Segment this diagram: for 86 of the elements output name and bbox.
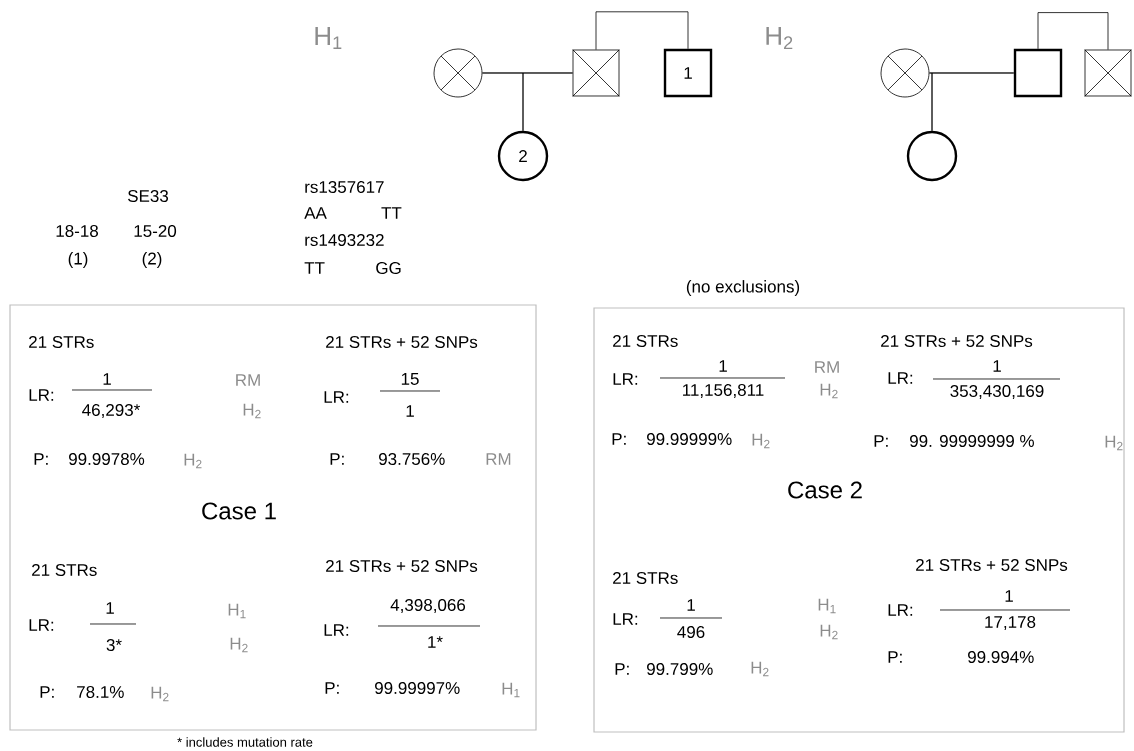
value-label: P: xyxy=(40,686,54,698)
value-label: LR: xyxy=(324,391,349,403)
numerator: 1 xyxy=(719,360,727,372)
female-symbol xyxy=(906,130,958,182)
hypothesis-label: H$_{1}$ xyxy=(502,682,520,698)
value-text: 99.99999% xyxy=(647,432,732,445)
value-label: LR: xyxy=(324,624,349,636)
value-text: 99.799% xyxy=(647,662,713,675)
value-label: P: xyxy=(330,453,344,465)
descent-line xyxy=(522,72,573,132)
hypothesis-label: H$_{2}$ xyxy=(184,453,202,469)
denominator: 46,293* xyxy=(82,403,141,418)
heading-text: 21 STRs + 52 SNPs xyxy=(326,336,478,348)
value-label: LR: xyxy=(29,619,54,631)
value-label: LR: xyxy=(613,613,638,625)
value-label: LR: xyxy=(888,372,913,384)
hypothesis-label: H$_{2}$ xyxy=(820,383,838,399)
genotype-label: 18-18 xyxy=(56,224,98,237)
denominator: 17,178 xyxy=(985,615,1036,630)
hypothesis-label: RM xyxy=(486,453,511,465)
value-text: 78.1% xyxy=(77,685,124,698)
hypothesis-label: H$_{2}$ xyxy=(1105,435,1123,451)
value-label: P: xyxy=(615,663,629,675)
denominator: 11,156,811 xyxy=(683,383,764,398)
male-symbol xyxy=(1013,48,1063,98)
deceased-male-symbol xyxy=(572,49,620,97)
denominator: 1 xyxy=(406,405,414,417)
denominator: 353,430,169 xyxy=(950,384,1044,399)
heading-text: 21 STRs xyxy=(29,336,94,348)
hypothesis-label: RM xyxy=(236,374,260,386)
value-text: 99. 99999999 % xyxy=(910,434,1034,447)
heading-text: 21 STRs + 52 SNPs xyxy=(916,558,1068,571)
denominator: 3* xyxy=(106,638,122,651)
value-label: P: xyxy=(34,453,48,465)
heading-text: 21 STRs xyxy=(613,571,678,584)
genotype-label: 15-20 xyxy=(134,224,177,237)
hypothesis-label: H$_{1}$ xyxy=(818,598,836,614)
value-label: P: xyxy=(325,682,339,694)
value-text: 93.756% xyxy=(379,452,445,465)
marker-name: SE33 xyxy=(128,190,169,202)
genotype-label: TT xyxy=(381,207,402,219)
numerator: 1 xyxy=(687,599,695,611)
hypothesis-label: H$_{2}$ xyxy=(243,403,261,419)
hypothesis-label: H$_{1}$ xyxy=(228,603,246,619)
hypothesis-label: H$_{1}$ xyxy=(315,27,342,49)
denominator: 1* xyxy=(428,636,443,648)
value-label: LR: xyxy=(613,373,638,385)
numerator: 1 xyxy=(103,373,111,385)
deceased-female-symbol xyxy=(880,48,930,98)
value-text: 99.99997% xyxy=(375,681,460,694)
denominator: 496 xyxy=(677,625,705,638)
person-number: (2) xyxy=(142,252,162,268)
heading-text: 21 STRs xyxy=(613,335,678,347)
heading-text: 21 STRs xyxy=(32,563,97,576)
value-label: P: xyxy=(874,435,888,447)
hypothesis-label: H$_{2}$ xyxy=(151,686,169,702)
person-number: (1) xyxy=(68,252,88,268)
value-label: LR: xyxy=(888,604,913,616)
marker-name: rs1493232 xyxy=(305,234,384,246)
descent-line xyxy=(931,72,1015,132)
hypothesis-label: H$_{2}$ xyxy=(752,433,770,449)
deceased-male-symbol xyxy=(1084,49,1132,97)
hypothesis-label: RM xyxy=(815,361,839,373)
hypothesis-label: H$_{2}$ xyxy=(230,637,248,653)
numerator: 4,398,066 xyxy=(390,598,466,613)
hypothesis-label: H$_{2}$ xyxy=(820,624,838,640)
hypothesis-label: H$_{2}$ xyxy=(751,661,769,677)
sibling-line xyxy=(595,11,689,50)
heading-text: 21 STRs + 52 SNPs xyxy=(881,335,1033,347)
value-text: 99.9978% xyxy=(69,452,145,465)
sibling-line xyxy=(1037,12,1109,50)
genotype-label: TT xyxy=(304,262,325,274)
genotype-label: GG xyxy=(376,261,401,274)
marker-name: rs1357617 xyxy=(305,181,384,193)
numerator: 1 xyxy=(993,360,1001,372)
numerator: 1 xyxy=(1005,590,1013,602)
heading-text: 21 STRs + 52 SNPs xyxy=(326,559,478,572)
value-label: P: xyxy=(612,433,626,445)
genotype-label: AA xyxy=(304,207,327,219)
numerator: 1 xyxy=(106,602,114,614)
value-label: LR: xyxy=(29,389,54,401)
hypothesis-label: H$_{2}$ xyxy=(766,27,793,49)
value-label: P: xyxy=(888,651,902,663)
value-text: 99.994% xyxy=(968,650,1034,663)
numerator: 15 xyxy=(401,373,419,385)
deceased-female-symbol xyxy=(433,48,483,98)
